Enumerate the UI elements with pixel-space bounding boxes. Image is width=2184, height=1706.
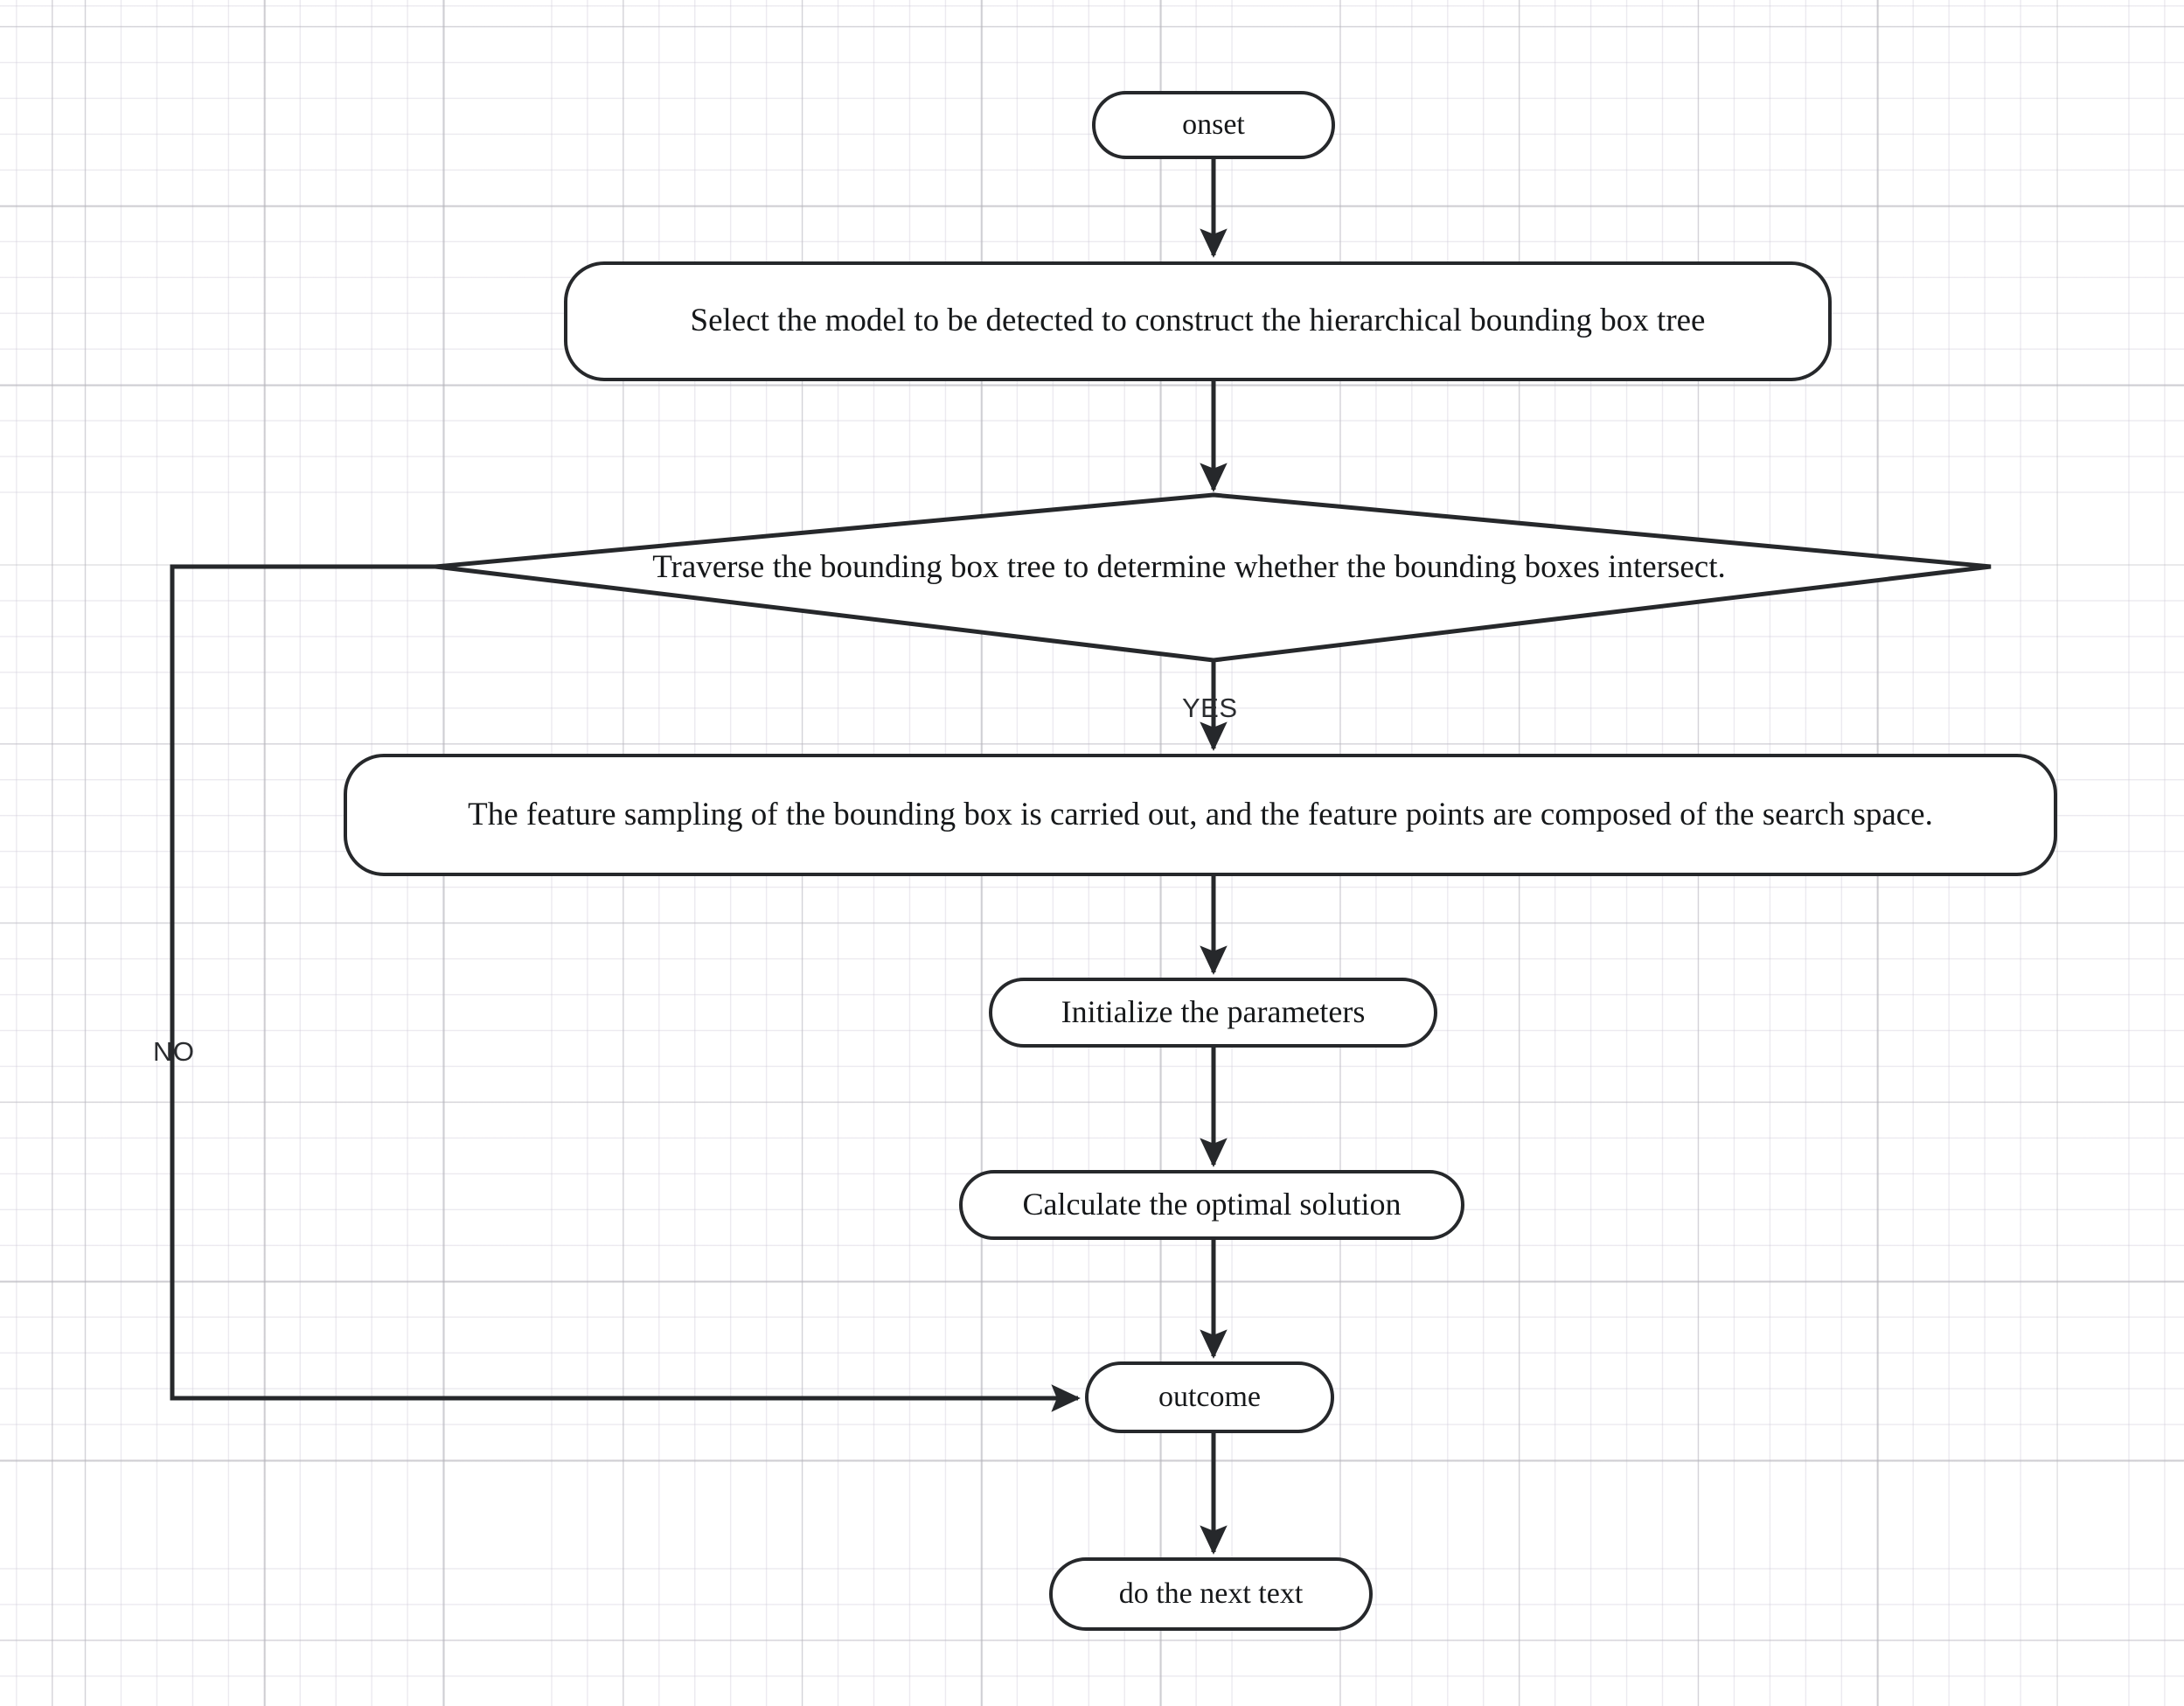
node-calculate-optimal-solution-label: Calculate the optimal solution	[1022, 1187, 1402, 1222]
edge-decision-no-to-outcome	[170, 564, 1081, 1412]
node-onset-label: onset	[1182, 108, 1245, 142]
decision-text: Traverse the bounding box tree to determ…	[652, 548, 1726, 585]
edge-label-yes: YES	[1182, 693, 1238, 723]
node-select-model-label: Select the model to be detected to const…	[690, 303, 1706, 339]
node-do-the-next-text-label: do the next text	[1118, 1577, 1304, 1611]
node-initialize-parameters-label: Initialize the parameters	[1061, 994, 1366, 1030]
node-decision-traverse-label: Traverse the bounding box tree to determ…	[490, 542, 1888, 591]
node-feature-sampling-label: The feature sampling of the bounding box…	[468, 796, 1933, 832]
node-initialize-parameters[interactable]: Initialize the parameters	[989, 978, 1437, 1048]
node-calculate-optimal-solution[interactable]: Calculate the optimal solution	[959, 1170, 1464, 1240]
edge-label-no: NO	[153, 1036, 195, 1067]
node-outcome-label: outcome	[1158, 1381, 1262, 1414]
node-outcome[interactable]: outcome	[1085, 1361, 1334, 1433]
node-onset[interactable]: onset	[1092, 91, 1335, 159]
node-feature-sampling[interactable]: The feature sampling of the bounding box…	[344, 754, 2057, 876]
node-do-the-next-text[interactable]: do the next text	[1049, 1557, 1373, 1631]
node-select-model[interactable]: Select the model to be detected to const…	[564, 261, 1832, 381]
